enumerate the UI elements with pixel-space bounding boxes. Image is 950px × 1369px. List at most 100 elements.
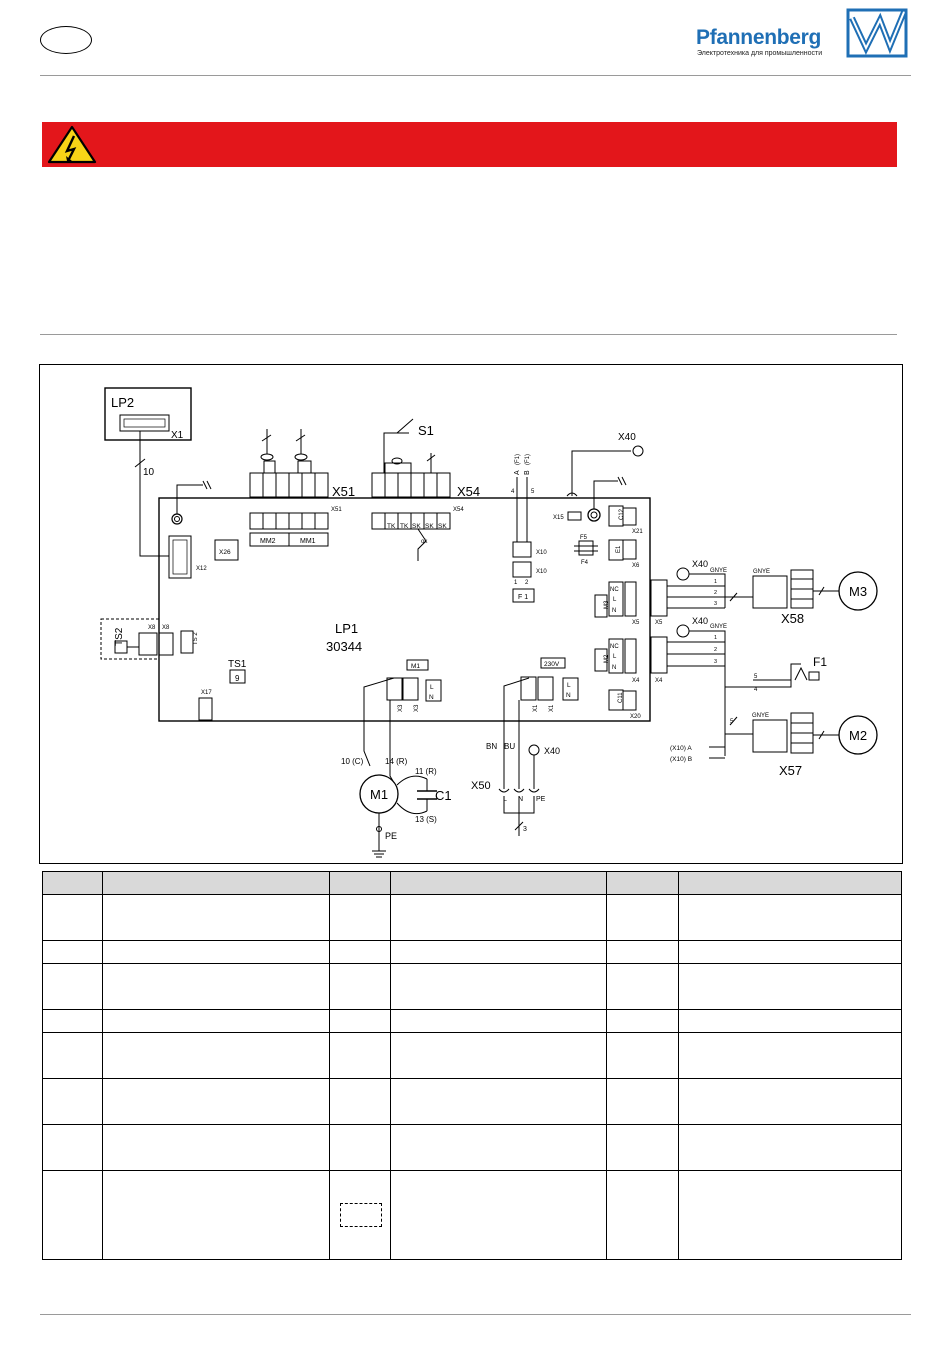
x1-power-connector xyxy=(537,676,554,701)
section-divider xyxy=(40,334,897,335)
svg-text:X4: X4 xyxy=(632,678,640,684)
brand-mark-icon xyxy=(846,8,908,58)
svg-text:X54: X54 xyxy=(453,507,464,513)
x4-connector xyxy=(650,636,668,674)
svg-text:X1: X1 xyxy=(549,704,555,712)
svg-text:5: 5 xyxy=(730,719,734,725)
fuse-f1-box xyxy=(512,588,535,603)
svg-text:X40: X40 xyxy=(544,746,560,756)
wire-10-c xyxy=(363,677,395,767)
svg-text:N: N xyxy=(566,692,571,699)
svg-text:NC: NC xyxy=(610,587,619,593)
svg-text:230V: 230V xyxy=(544,661,560,668)
svg-text:NC: NC xyxy=(610,644,619,650)
svg-text:(X10) A: (X10) A xyxy=(670,745,692,752)
svg-text:L: L xyxy=(430,684,434,691)
legend-row xyxy=(42,963,902,1010)
svg-text:M2: M2 xyxy=(604,654,610,663)
svg-text:2: 2 xyxy=(525,580,529,586)
brand-logo: Pfannenberg Электротехника для промышлен… xyxy=(696,6,910,62)
legend-row xyxy=(42,1078,902,1125)
x20-connector xyxy=(622,690,637,711)
x5-connector xyxy=(650,579,668,617)
switch-s1 xyxy=(383,418,414,473)
svg-text:X1: X1 xyxy=(533,704,539,712)
ribbon-cable xyxy=(139,431,169,557)
lp1-number: 30344 xyxy=(326,639,362,654)
svg-text:5: 5 xyxy=(531,489,535,495)
ground-x40-m2 xyxy=(676,624,690,638)
lp2-label: LP2 xyxy=(111,395,134,410)
x21-connector xyxy=(622,507,637,526)
svg-text:GNYE: GNYE xyxy=(710,624,727,630)
svg-text:X40: X40 xyxy=(618,432,636,443)
svg-text:SK: SK xyxy=(412,523,421,530)
mm1-box xyxy=(288,532,329,547)
x57-label: X57 xyxy=(779,763,802,778)
svg-text:X4: X4 xyxy=(655,678,663,684)
svg-text:X15: X15 xyxy=(553,515,564,521)
s1-label: S1 xyxy=(418,423,434,438)
svg-text:3: 3 xyxy=(714,659,717,665)
svg-text:X3: X3 xyxy=(414,704,420,712)
svg-text:X51: X51 xyxy=(331,507,342,513)
svg-text:F 1: F 1 xyxy=(518,594,528,601)
high-voltage-warning-icon xyxy=(47,125,97,164)
lp2-connector xyxy=(119,414,170,432)
svg-text:2: 2 xyxy=(714,647,717,653)
motor-m2 xyxy=(838,715,878,755)
svg-text:(X10) B: (X10) B xyxy=(670,756,692,763)
board-lp1 xyxy=(158,497,651,722)
svg-text:SK: SK xyxy=(438,523,447,530)
language-badge xyxy=(40,26,92,54)
danger-warning-bar xyxy=(42,122,897,167)
x58-label: X58 xyxy=(781,611,804,626)
svg-text:F5: F5 xyxy=(580,535,588,541)
svg-text:B: B xyxy=(524,470,531,475)
ts1-box xyxy=(229,669,246,684)
motor-m3 xyxy=(838,571,878,611)
svg-text:X5: X5 xyxy=(655,620,663,626)
svg-text:X20: X20 xyxy=(630,714,641,720)
wiring-diagram-svg: LP1 30344 LP2 X1 10 X12 X26 X51 X51 MM2 … xyxy=(100,387,878,858)
legend-row xyxy=(42,1124,902,1171)
thermal-switch-f1 xyxy=(794,666,808,681)
svg-text:SK: SK xyxy=(425,523,434,530)
board-lp2 xyxy=(104,387,192,441)
svg-text:14 (R): 14 (R) xyxy=(385,757,408,766)
ground-x40-supply xyxy=(528,744,540,756)
f1-right-label: F1 xyxy=(813,655,827,669)
svg-text:X26: X26 xyxy=(219,549,231,556)
svg-text:4: 4 xyxy=(511,489,515,495)
svg-text:N: N xyxy=(612,608,616,614)
legend-row xyxy=(42,940,902,964)
wiring-diagram: LP1 30344 LP2 X1 10 X12 X26 X51 X51 MM2 … xyxy=(39,364,903,864)
m1-motor-label: M1 xyxy=(370,787,388,802)
svg-text:L: L xyxy=(567,682,571,689)
x50-label: X50 xyxy=(471,780,491,792)
bus-10-label: 10 xyxy=(143,467,155,478)
footer-divider xyxy=(40,1314,911,1315)
svg-text:TK: TK xyxy=(387,523,396,530)
svg-text:1: 1 xyxy=(514,580,518,586)
svg-text:X10: X10 xyxy=(536,550,547,556)
m1-box xyxy=(406,659,429,671)
svg-text:5: 5 xyxy=(754,674,758,680)
header-divider xyxy=(40,75,911,76)
svg-text:X8: X8 xyxy=(148,625,156,631)
svg-text:TS2: TS2 xyxy=(114,627,125,646)
svg-text:X17: X17 xyxy=(201,690,212,696)
ground-x40-m3 xyxy=(676,567,690,581)
x15-connector xyxy=(567,511,582,521)
svg-text:PE: PE xyxy=(536,796,546,803)
svg-text:BU: BU xyxy=(504,742,515,751)
svg-text:E1: E1 xyxy=(616,545,622,553)
svg-text:X3: X3 xyxy=(398,704,404,712)
legend-row xyxy=(42,1032,902,1079)
svg-text:MM2: MM2 xyxy=(260,538,276,545)
svg-text:ok: ok xyxy=(421,539,428,545)
svg-text:M1: M1 xyxy=(411,663,420,670)
x10-connector xyxy=(512,541,532,558)
x12-connector xyxy=(168,535,192,579)
svg-text:1: 1 xyxy=(714,579,717,585)
